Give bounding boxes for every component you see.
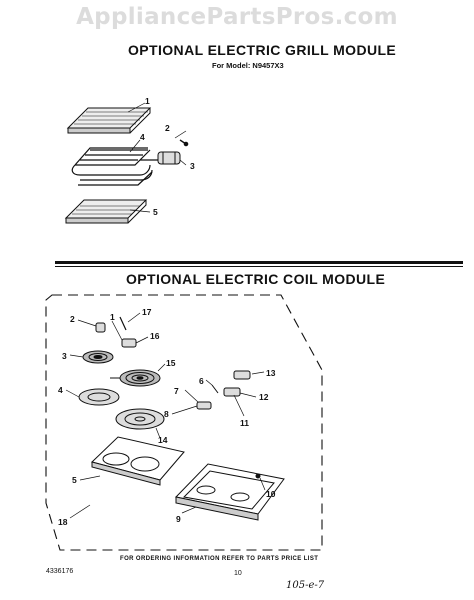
grill-module-title: OPTIONAL ELECTRIC GRILL MODULE <box>128 42 397 58</box>
handwritten-note: 105-e-7 <box>286 580 325 591</box>
callout-label: 10 <box>266 489 276 499</box>
callout-label: 5 <box>153 207 158 217</box>
callout-label: 8 <box>164 409 169 419</box>
ordering-note: FOR ORDERING INFORMATION REFER TO PARTS … <box>120 556 319 562</box>
part-number: 4336176 <box>46 568 74 575</box>
small-coil-burner <box>82 350 114 364</box>
callout-label: 9 <box>176 514 181 524</box>
callout-label: 4 <box>58 385 63 395</box>
callout-label: 1 <box>110 312 115 322</box>
callout-label: 15 <box>166 358 176 368</box>
callout-label: 7 <box>174 386 179 396</box>
callout-label: 3 <box>190 161 195 171</box>
screw <box>179 139 189 147</box>
callout-label: 18 <box>58 517 68 527</box>
coil-module-title: OPTIONAL ELECTRIC COIL MODULE <box>126 271 386 287</box>
terminal-block <box>157 151 181 165</box>
callout-label: 4 <box>140 132 145 142</box>
coil-receptacle <box>121 338 137 348</box>
callout-label: 13 <box>266 368 276 378</box>
watermark: AppliancePartsPros.com <box>76 4 398 30</box>
callout-label: 14 <box>158 435 168 445</box>
callout-label: 3 <box>62 351 67 361</box>
coil-top-plate <box>91 436 185 486</box>
terminal-parts <box>196 370 251 410</box>
model-line: For Model: N9457X3 <box>212 61 284 70</box>
grill-grate <box>66 107 152 134</box>
coil-screw <box>119 316 127 331</box>
grill-element <box>71 147 160 186</box>
section-divider-thin <box>55 266 463 267</box>
callout-label: 6 <box>199 376 204 386</box>
drip-pan <box>64 199 148 224</box>
section-divider <box>55 261 463 264</box>
callout-label: 17 <box>142 307 152 317</box>
assembly-outline <box>45 294 323 551</box>
callout-label: 2 <box>165 123 170 133</box>
tray-screw <box>255 473 261 479</box>
callout-label: 12 <box>259 392 269 402</box>
callout-label: 5 <box>72 475 77 485</box>
callout-label: 11 <box>240 418 249 428</box>
large-drip-bowl <box>115 408 165 430</box>
callout-label: 2 <box>70 314 75 324</box>
page-number: 10 <box>234 570 242 577</box>
callout-label: 1 <box>145 96 150 106</box>
small-drip-bowl <box>78 388 120 406</box>
receptacle <box>95 322 106 333</box>
callout-label: 16 <box>150 331 160 341</box>
large-coil-burner <box>110 369 161 387</box>
